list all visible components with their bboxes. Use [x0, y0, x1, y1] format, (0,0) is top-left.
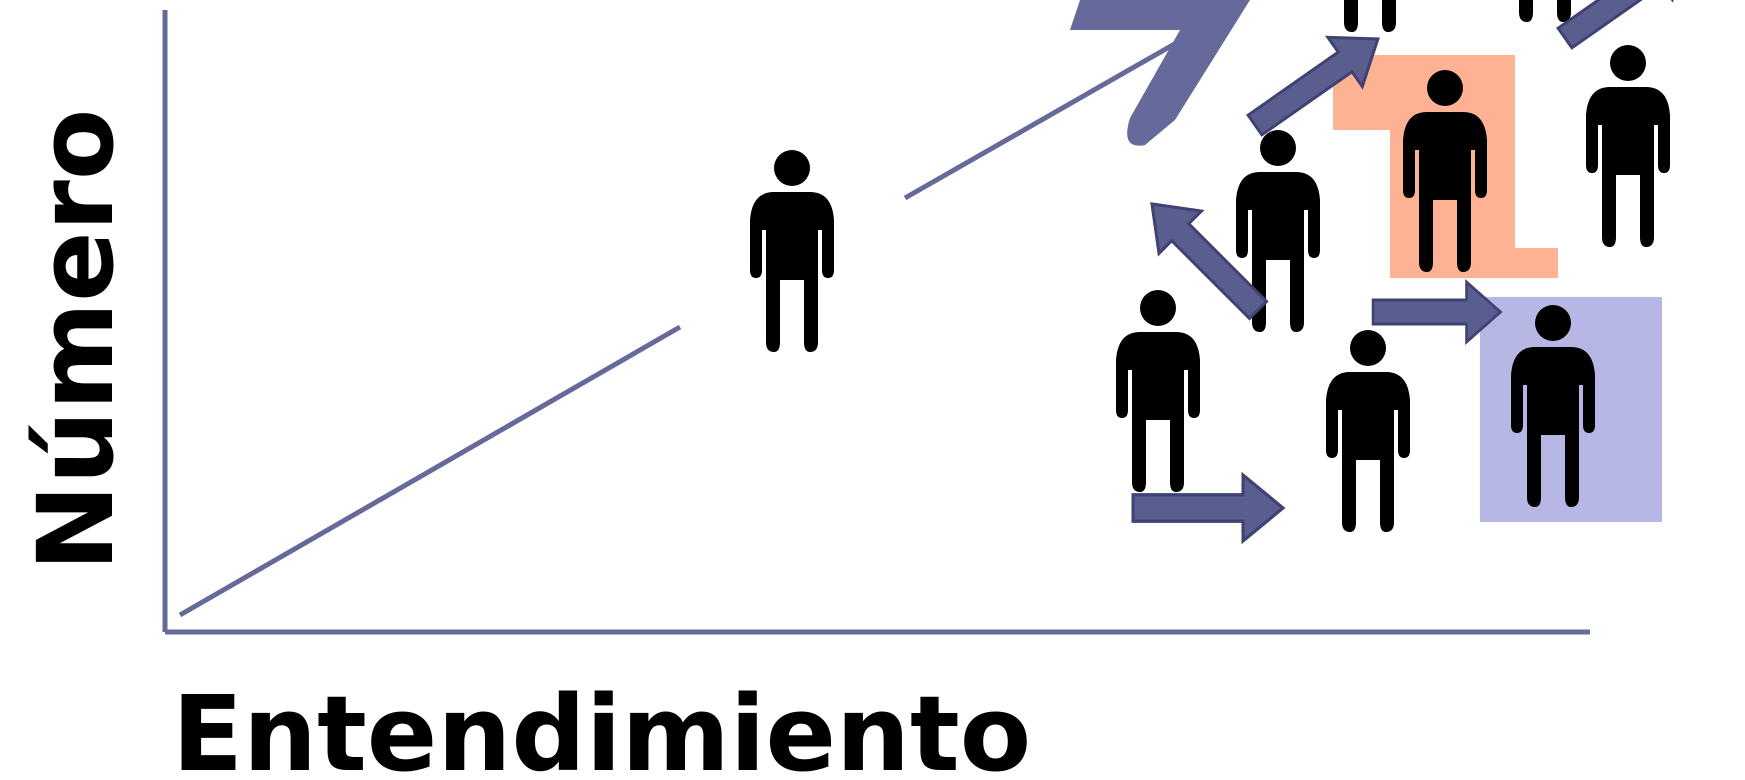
person-icon — [1326, 330, 1410, 532]
highlight-orange-box-tail — [1515, 248, 1558, 278]
y-axis-label: Número — [15, 109, 137, 572]
big-up-arrow-icon — [1070, 0, 1250, 146]
person-icon — [1328, 0, 1412, 32]
person-icon — [1586, 45, 1670, 247]
trend-line-lower — [178, 324, 682, 618]
x-axis-label: Entendimiento — [172, 673, 1031, 780]
block-arrow-icon — [1131, 473, 1285, 543]
person-icon — [1116, 290, 1200, 492]
trend-line-upper — [903, 35, 1187, 201]
person-icon — [750, 150, 834, 352]
